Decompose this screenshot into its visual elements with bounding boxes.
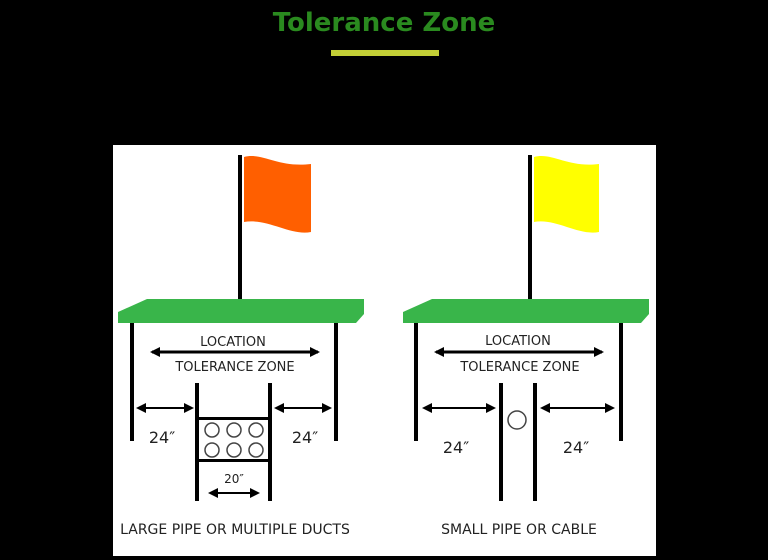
title-underline [331, 50, 439, 56]
ground-platform [118, 299, 364, 323]
duct-bank-top [197, 417, 270, 420]
caption-large-pipe: LARGE PIPE OR MULTIPLE DUCTS [120, 522, 350, 538]
right-clearance-label: 24″ [563, 438, 589, 457]
yellow-flag-icon [534, 156, 599, 233]
caption-small-pipe: SMALL PIPE OR CABLE [441, 522, 597, 538]
trench-width-label: 20″ [224, 472, 244, 486]
trench-wall-right [533, 383, 537, 501]
zone-label-location: LOCATION [200, 335, 266, 350]
flag-pole [238, 155, 242, 302]
small-pipe-circle [507, 410, 527, 430]
trench-wall-right [268, 383, 272, 501]
zone-label-tolerance: TOLERANCE ZONE [174, 360, 294, 375]
left-clearance-label: 24″ [149, 428, 175, 447]
ground-platform [403, 299, 649, 323]
right-clearance-label: 24″ [292, 428, 318, 447]
diagram-small-pipe: LOCATION TOLERANCE ZONE 24″ 24″ SMALL PI… [403, 155, 649, 538]
zone-label-location: LOCATION [485, 334, 551, 349]
orange-flag-icon [244, 156, 311, 233]
left-clearance-label: 24″ [443, 438, 469, 457]
left-boundary-post [414, 323, 418, 441]
zone-label-tolerance: TOLERANCE ZONE [459, 360, 579, 375]
flag-pole [528, 155, 532, 302]
trench-wall-left [195, 383, 199, 501]
right-boundary-post [334, 323, 338, 441]
duct-circles [204, 422, 264, 458]
left-boundary-post [130, 323, 134, 441]
right-boundary-post [619, 323, 623, 441]
duct-bank-bottom [197, 459, 270, 462]
page-title: Tolerance Zone [272, 8, 496, 38]
trench-wall-left [499, 383, 503, 501]
diagram-large-pipe: LOCATION TOLERANCE ZONE 24″ 24″ 20″ LARG… [118, 155, 364, 538]
